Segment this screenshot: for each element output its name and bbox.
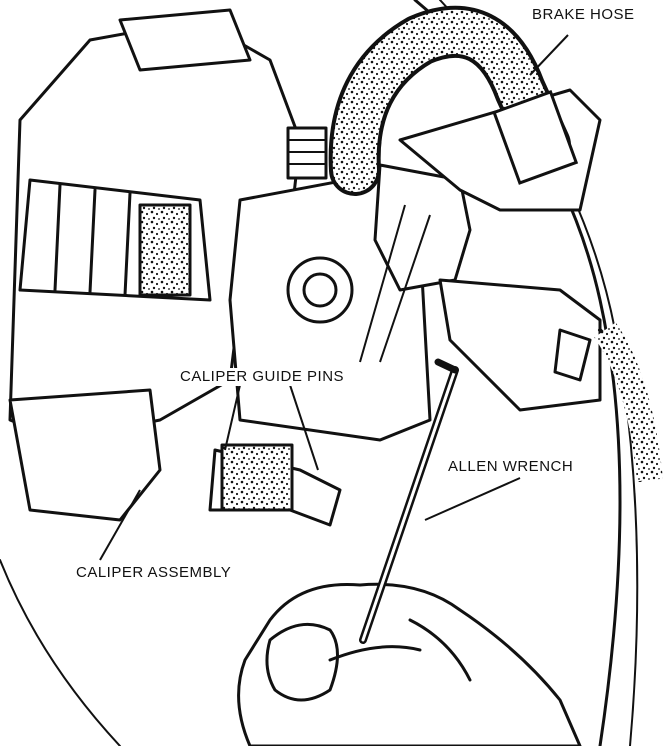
label-brake-hose: BRAKE HOSE bbox=[530, 6, 637, 24]
leader-allen-wrench bbox=[424, 477, 521, 521]
label-allen-wrench: ALLEN WRENCH bbox=[446, 458, 576, 476]
hand bbox=[237, 582, 582, 746]
brake-line-fitting bbox=[438, 278, 602, 412]
leader-caliper-assembly bbox=[99, 489, 141, 561]
leader-guide-pin-lower-a bbox=[224, 384, 241, 451]
caliper-upper-housing bbox=[118, 8, 252, 72]
lower-guide-pin-boot bbox=[220, 443, 294, 512]
brake-pad bbox=[138, 203, 192, 297]
upper-guide-pin-bolt bbox=[286, 256, 354, 324]
thumb bbox=[265, 622, 339, 702]
leader-guide-pin-upper-a bbox=[359, 204, 406, 363]
rotor-lower-edge bbox=[0, 559, 121, 746]
leader-brake-hose bbox=[529, 34, 569, 76]
leader-guide-pin-lower-b bbox=[289, 384, 319, 471]
label-caliper-guide-pins: CALIPER GUIDE PINS bbox=[178, 368, 347, 386]
caliper-lower-section bbox=[8, 388, 162, 522]
leader-guide-pin-upper-b bbox=[379, 214, 431, 363]
brake-hose-fitting bbox=[492, 90, 579, 185]
label-caliper-assembly: CALIPER ASSEMBLY bbox=[74, 564, 234, 582]
